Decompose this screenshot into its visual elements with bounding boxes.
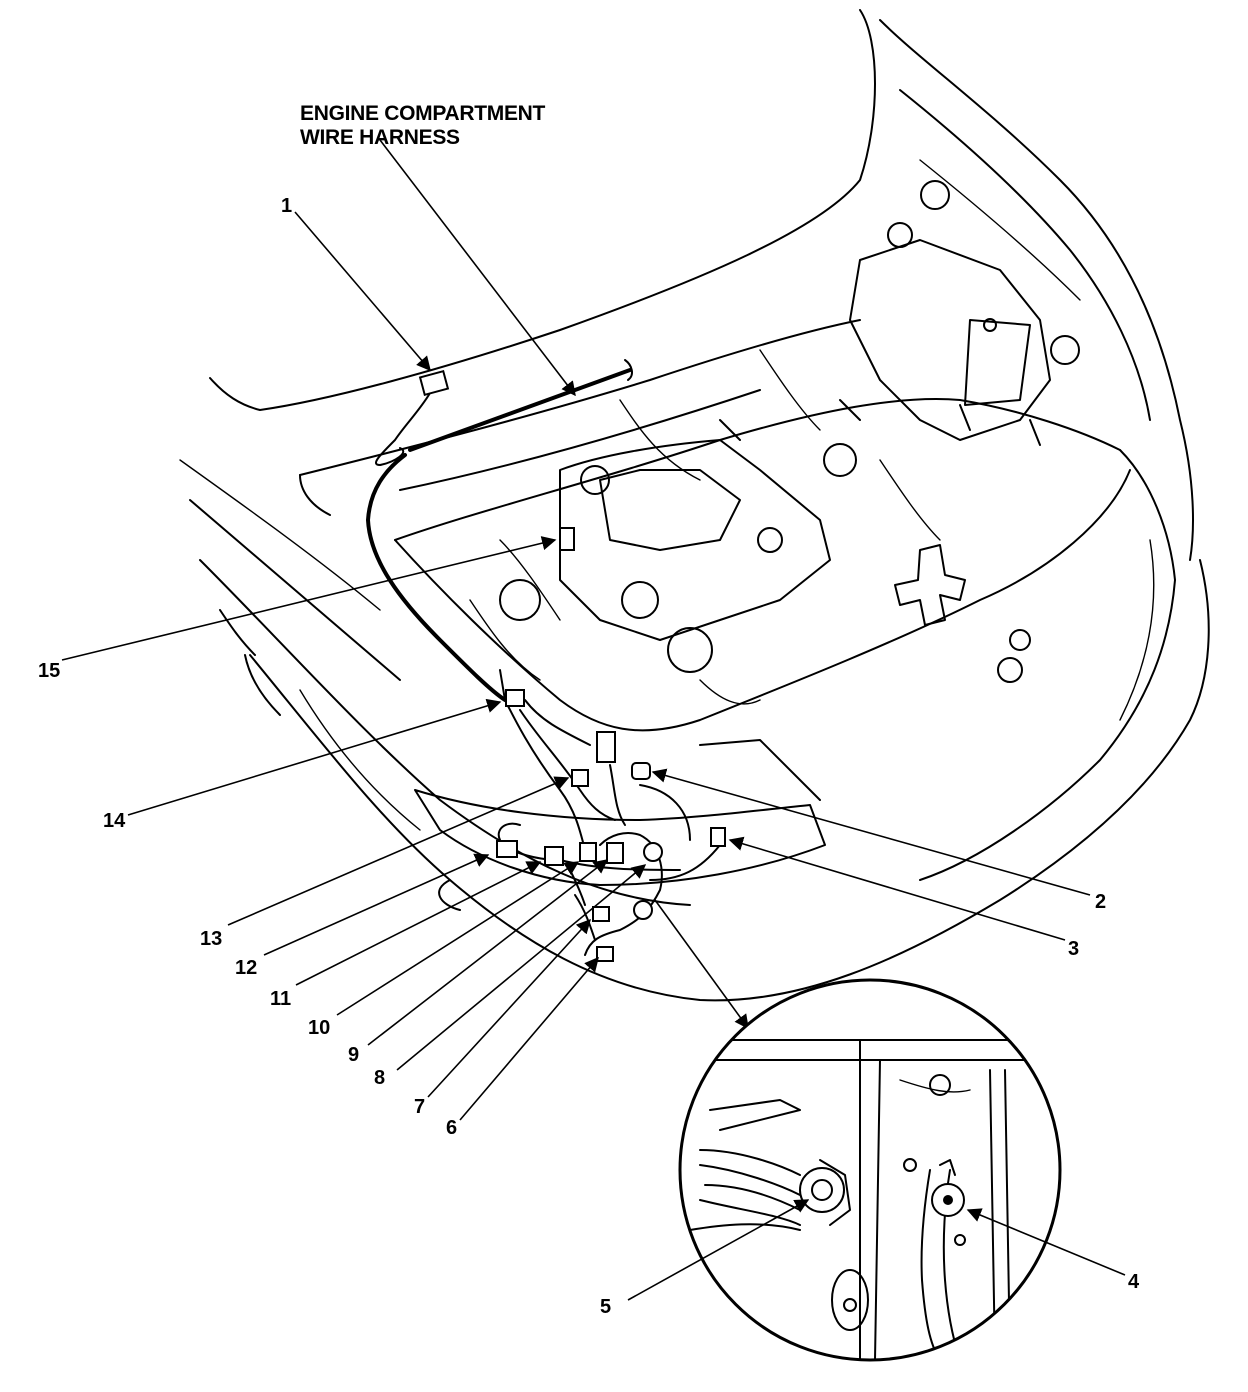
connector-13: [571, 769, 589, 787]
connector-13-main: [596, 731, 616, 763]
cowl: [299, 319, 861, 476]
callout-1: 1: [281, 195, 292, 217]
connector-3: [710, 827, 726, 847]
callout-4: 4: [1128, 1271, 1140, 1293]
callout-2: 2: [1095, 891, 1106, 913]
callout-numbers: 1 2 3 4 5 6 7 8 9 10 11 12 13 14 15: [38, 195, 1140, 1318]
engine-assembly: [469, 180, 1080, 705]
connector-12: [544, 846, 564, 866]
callout-9: 9: [348, 1044, 359, 1066]
callout-6: 6: [446, 1117, 457, 1139]
callout-10: 10: [308, 1017, 330, 1039]
front-fascia: [249, 559, 1210, 1002]
callout-3: 3: [1068, 938, 1079, 960]
ground-8: [633, 900, 653, 920]
harness-title: ENGINE COMPARTMENT WIRE HARNESS: [300, 102, 546, 149]
connector-15: [559, 527, 575, 551]
connector-2: [631, 762, 651, 780]
callout-8: 8: [374, 1067, 385, 1089]
callout-13: 13: [200, 928, 222, 950]
callout-7: 7: [414, 1096, 425, 1118]
callout-12: 12: [235, 957, 257, 979]
connector-14: [505, 689, 525, 707]
grille-opening: [414, 789, 826, 886]
connector-6: [596, 946, 614, 962]
detail-circle: [678, 978, 1062, 1362]
callout-15: 15: [38, 660, 60, 682]
callout-5: 5: [600, 1296, 611, 1318]
car-body: [179, 9, 1210, 1002]
title-line-2: WIRE HARNESS: [300, 126, 460, 149]
ground-9: [643, 842, 663, 862]
hood-outline: [209, 9, 876, 411]
leader-lines: [61, 139, 1126, 1301]
detail-ground-terminal-5: [799, 1167, 845, 1213]
detail-view: [654, 899, 1062, 1362]
connectors: [418, 369, 726, 962]
connector-11: [579, 842, 597, 862]
connector-1: [418, 369, 450, 397]
callout-11: 11: [270, 988, 291, 1010]
callout-14: 14: [103, 810, 126, 832]
connector-7: [592, 906, 610, 922]
connector-10: [606, 842, 624, 864]
connector-13b: [496, 840, 518, 858]
engine-bay-rim: [394, 398, 1121, 541]
title-line-1: ENGINE COMPARTMENT: [300, 102, 546, 125]
